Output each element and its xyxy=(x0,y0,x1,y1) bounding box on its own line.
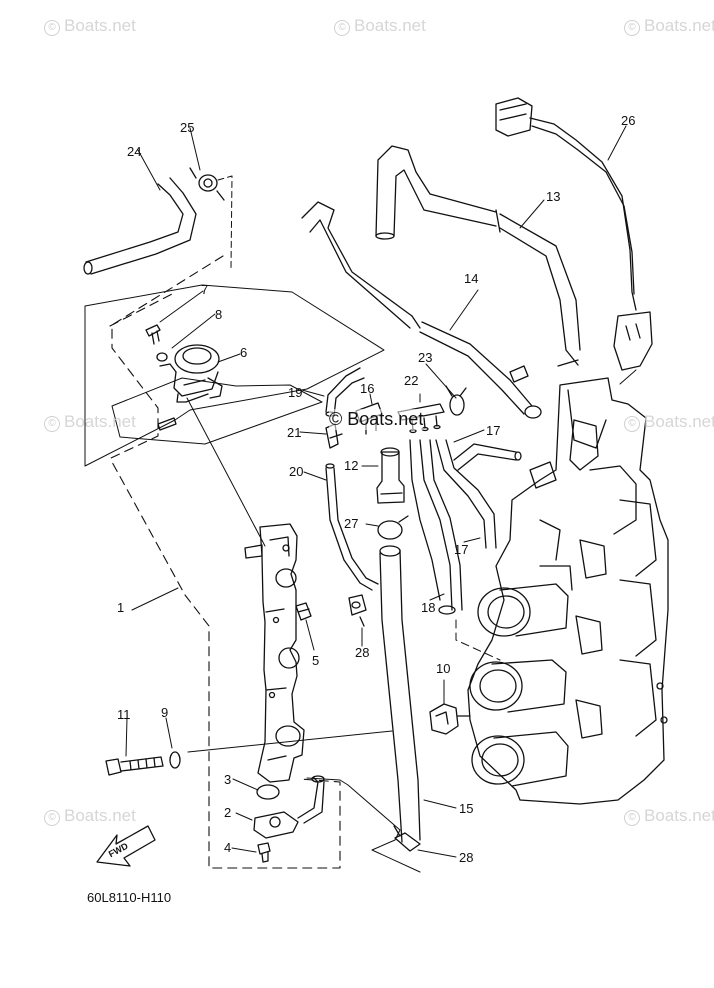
tube-regulator-leg xyxy=(157,417,177,431)
washer-9 xyxy=(169,751,181,769)
copyright-icon: © xyxy=(624,20,640,36)
callout-4: 4 xyxy=(224,840,232,855)
fuel-rail-1 xyxy=(244,523,305,783)
callout-19: 19 xyxy=(288,385,303,400)
bolt-11 xyxy=(105,756,164,776)
callout-12: 12 xyxy=(344,458,359,473)
clamp-25 xyxy=(189,167,225,201)
watermark: ©Boats.net xyxy=(44,412,136,432)
leader-9-rail xyxy=(187,730,393,753)
clamp-27-lower xyxy=(393,825,421,852)
callout-25: 25 xyxy=(180,120,195,135)
o-ring-3 xyxy=(256,784,280,800)
clip-28 xyxy=(348,594,367,627)
callout-23: 23 xyxy=(418,350,433,365)
copyright-icon: © xyxy=(334,20,350,36)
callout-14: 14 xyxy=(464,271,479,286)
throttle-body xyxy=(467,377,669,805)
callout-2: 2 xyxy=(224,805,232,820)
hose-24 xyxy=(83,177,197,275)
diagram-code: 60L8110-H110 xyxy=(87,890,172,905)
watermark: ©Boats.net xyxy=(334,16,426,36)
callout-9: 9 xyxy=(161,705,169,720)
callout-leaders xyxy=(125,125,627,858)
callout-27-lower: 28 xyxy=(459,850,474,865)
regulator-plane xyxy=(84,284,385,467)
o-ring-8 xyxy=(156,352,168,362)
callout-20: 20 xyxy=(289,464,304,479)
hose-20 xyxy=(325,463,379,591)
pressure-regulator-6 xyxy=(159,344,223,403)
joint-2 xyxy=(253,775,325,839)
dashed-box-inner xyxy=(109,292,175,327)
clamp-27-upper xyxy=(377,515,409,540)
callout-17-upper: 17 xyxy=(486,423,501,438)
callout-5: 5 xyxy=(312,653,320,668)
watermark: ©Boats.net xyxy=(44,806,136,826)
vent-hose-13 xyxy=(375,145,581,367)
callout-28: 28 xyxy=(355,645,370,660)
watermark: ©Boats.net xyxy=(44,16,136,36)
leader-box-lower xyxy=(306,777,421,873)
hose-17 xyxy=(435,439,522,549)
watermark: ©Boats.net xyxy=(624,806,714,826)
copyright-icon: © xyxy=(44,416,60,432)
leader-26 xyxy=(619,369,637,385)
callout-8: 8 xyxy=(215,307,223,322)
leader-6-rail xyxy=(186,397,266,547)
screw-4 xyxy=(257,842,271,863)
dashed-leader-24 xyxy=(217,175,233,269)
callout-6: 6 xyxy=(240,345,248,360)
callout-11: 11 xyxy=(117,707,131,722)
callout-17-lower: 17 xyxy=(454,542,469,557)
callout-7: 7 xyxy=(201,282,209,297)
callout-3: 3 xyxy=(224,772,232,787)
vent-hose-14 xyxy=(301,201,542,419)
callout-16: 16 xyxy=(360,381,375,396)
dashed-group-outline xyxy=(110,255,341,869)
screw-7 xyxy=(145,324,161,345)
leader-5 xyxy=(305,619,315,651)
callout-27-upper: 27 xyxy=(344,516,359,531)
callout-18: 18 xyxy=(421,600,436,615)
callout-1: 1 xyxy=(117,600,125,615)
callout-22: 22 xyxy=(404,373,419,388)
sensor-10 xyxy=(429,703,471,735)
copyright-icon: © xyxy=(44,810,60,826)
hose-18 xyxy=(409,439,463,615)
callout-24: 24 xyxy=(127,144,142,159)
fwd-arrow xyxy=(96,825,156,867)
regulator-tray xyxy=(111,377,323,445)
overlay-watermark: © Boats.net xyxy=(329,409,424,430)
callout-21: 21 xyxy=(287,425,302,440)
cap-5 xyxy=(295,602,312,621)
callout-13: 13 xyxy=(546,189,561,204)
callout-26: 26 xyxy=(621,113,636,128)
copyright-icon: © xyxy=(624,416,640,432)
watermark: ©Boats.net xyxy=(624,16,714,36)
valve-12 xyxy=(376,447,405,504)
fitting-14 xyxy=(509,365,529,383)
harness-26 xyxy=(495,97,653,371)
watermark: ©Boats.net xyxy=(624,412,714,432)
copyright-icon: © xyxy=(624,810,640,826)
dashed-leader-block xyxy=(455,619,501,661)
hose-15 xyxy=(379,545,421,843)
copyright-icon: © xyxy=(44,20,60,36)
callout-15: 15 xyxy=(459,801,474,816)
callout-10: 10 xyxy=(436,661,451,676)
